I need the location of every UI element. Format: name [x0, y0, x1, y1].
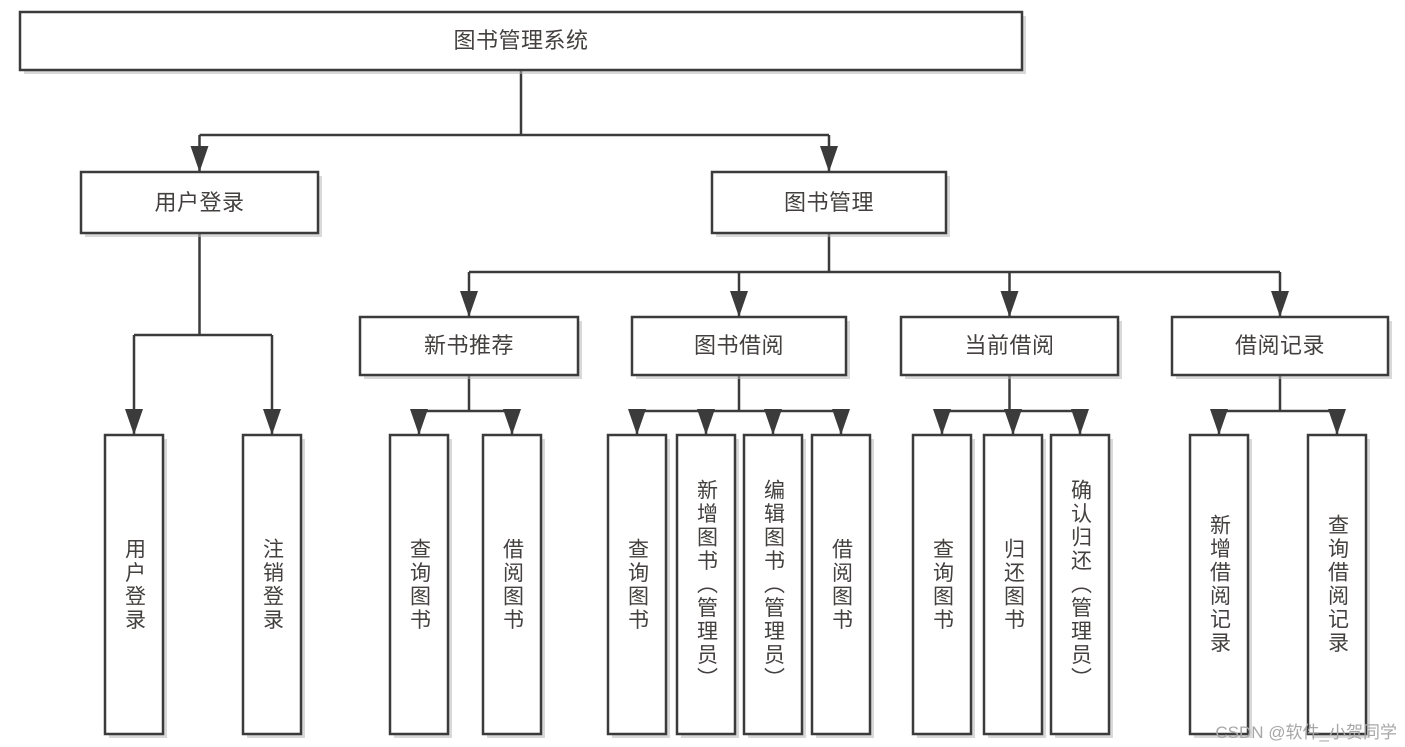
- node-box-user-login[interactable]: [79, 170, 320, 235]
- node-box-book-manage[interactable]: [710, 170, 948, 235]
- node-box-book-borrow[interactable]: [630, 315, 848, 377]
- arrow-head-icon: [764, 409, 782, 435]
- node-box-leaf-return-book[interactable]: [982, 433, 1044, 736]
- arrow-head-icon: [697, 409, 715, 435]
- node-box-root[interactable]: [18, 10, 1024, 72]
- arrow-head-icon: [1271, 291, 1289, 317]
- node-box-leaf-add-borrow-record[interactable]: [1188, 433, 1250, 736]
- arrow-head-icon: [933, 409, 951, 435]
- box-layer: [18, 10, 1392, 738]
- node-box-leaf-borrow-book[interactable]: [810, 433, 872, 736]
- arrow-head-icon: [190, 146, 209, 172]
- arrow-head-icon: [410, 409, 428, 435]
- arrow-head-icon: [503, 409, 521, 435]
- arrow-head-icon: [832, 409, 850, 435]
- arrow-head-icon: [1328, 409, 1346, 435]
- node-box-leaf-user-login[interactable]: [103, 433, 165, 736]
- arrow-head-icon: [1210, 409, 1228, 435]
- arrow-head-icon: [628, 409, 646, 435]
- node-box-leaf-query-borrow-record[interactable]: [1306, 433, 1368, 736]
- node-box-leaf-add-book-admin[interactable]: [675, 433, 737, 736]
- node-box-new-book-recommend[interactable]: [358, 315, 580, 377]
- arrow-head-icon: [820, 146, 838, 172]
- arrow-head-icon: [460, 291, 478, 317]
- node-box-leaf-user-logout[interactable]: [241, 433, 303, 736]
- arrow-head-icon: [1000, 291, 1019, 317]
- arrow-head-icon: [1004, 409, 1022, 435]
- arrow-head-icon: [730, 291, 748, 317]
- node-box-leaf-query-book-borrow[interactable]: [606, 433, 668, 736]
- arrow-head-icon: [1071, 409, 1089, 435]
- node-box-borrow-record[interactable]: [1170, 315, 1390, 377]
- node-box-leaf-borrow-book-recommend[interactable]: [481, 433, 543, 736]
- node-box-leaf-edit-book-admin[interactable]: [742, 433, 804, 736]
- node-box-leaf-confirm-return-admin[interactable]: [1049, 433, 1111, 736]
- node-box-leaf-query-book-current[interactable]: [911, 433, 973, 736]
- connector-layer: [125, 70, 1346, 435]
- node-box-current-borrow[interactable]: [899, 315, 1120, 377]
- arrow-head-icon: [125, 409, 143, 435]
- node-box-leaf-query-book-recommend[interactable]: [388, 433, 450, 736]
- arrow-head-icon: [263, 409, 281, 435]
